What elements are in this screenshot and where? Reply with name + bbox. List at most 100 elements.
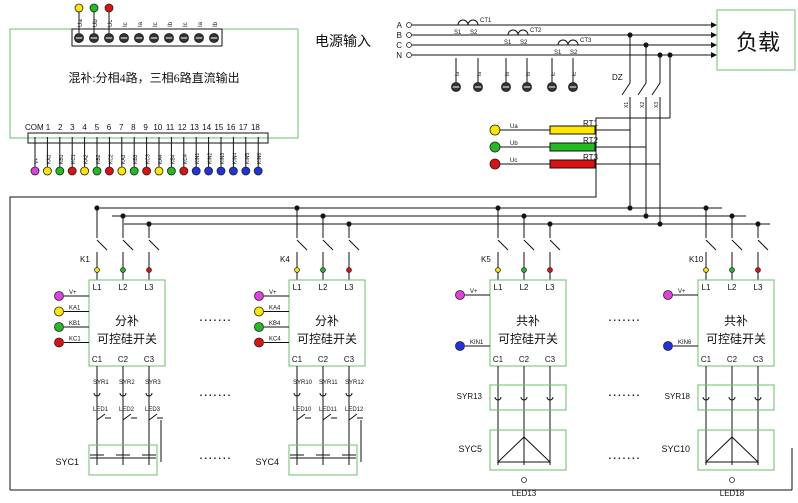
phase-terminal [406, 32, 412, 38]
channel-number: 11 [166, 123, 175, 132]
phase-indicator [755, 267, 761, 273]
phase-label: N [396, 51, 402, 60]
fuse-label: RT2 [583, 136, 599, 145]
signal-label: V+ [269, 290, 277, 296]
module-input-label: L2 [728, 283, 737, 292]
breaker-terminal-label: X1 [624, 102, 630, 108]
top-terminal-label: Ia [138, 21, 144, 27]
signal-dot [254, 291, 264, 301]
fuse-label: RT1 [583, 119, 599, 128]
channel-number: 6 [107, 123, 112, 132]
switch-blade [651, 82, 661, 96]
breaker-terminal-label: X3 [654, 102, 660, 108]
signal-label: KIN6 [678, 340, 692, 346]
ct-terminal-label: Ia [455, 72, 461, 76]
ct-label: CT3 [580, 38, 592, 44]
signal-dot [54, 291, 64, 301]
reactor-coil [546, 396, 554, 401]
module-output-label: C3 [144, 355, 155, 364]
power-input-label: 电源输入 [315, 34, 371, 50]
capacitor-box [489, 429, 567, 471]
signal-dot [455, 341, 465, 351]
channel-number: 2 [58, 123, 63, 132]
bottom-terminal-strip [27, 132, 269, 144]
phase-label: A [397, 21, 403, 30]
module-output-label: C3 [753, 355, 764, 364]
signal-dot [663, 290, 673, 300]
reactor-coil [702, 396, 710, 401]
signal-dot [254, 337, 264, 348]
ct-s1-label: S1 [554, 50, 562, 56]
module-input-label: L3 [754, 283, 763, 292]
bottom-terminal-label: KIN2 [208, 153, 214, 164]
ellipsis-dots: ······· [608, 311, 641, 327]
reactor-coil [93, 392, 101, 397]
ct-label: CT1 [480, 18, 492, 24]
bottom-terminal-label: V+ [34, 158, 40, 164]
bottom-indicator-dot [80, 166, 89, 176]
switch-blade [122, 239, 134, 251]
switch-blade [348, 239, 360, 251]
switch-blade [322, 239, 334, 251]
top-terminal-label: Ic [123, 22, 129, 27]
switch-blade [731, 239, 743, 251]
top-terminal-label: Ib [168, 21, 174, 27]
bottom-indicator-dot [241, 166, 251, 176]
reactor-coil [293, 392, 301, 397]
phase-indicator [547, 267, 553, 273]
switch-blade [621, 82, 631, 96]
signal-label: KB1 [69, 321, 81, 327]
top-terminal-label: Ic [153, 22, 159, 27]
ct-s2-label: S2 [470, 30, 478, 36]
signal-label: KA1 [69, 306, 81, 312]
fuse-input-label: Ub [510, 141, 518, 147]
module-breaker-label: K1 [80, 255, 90, 264]
module-box [489, 279, 567, 367]
capacitor-box [88, 444, 158, 476]
bottom-terminal-label: KA4 [158, 154, 164, 164]
ct-coil [557, 39, 579, 46]
channel-number: 14 [202, 123, 211, 132]
ct-terminal-label: Ib [526, 72, 532, 76]
top-indicator-dot [74, 3, 84, 13]
bottom-indicator-dot [204, 166, 214, 176]
top-terminal-label: Ic [183, 22, 189, 27]
phase-indicator [495, 267, 501, 273]
bottom-terminal-label: KB4 [170, 154, 176, 164]
module-title: 共补 [516, 314, 540, 328]
module-input-label: L3 [345, 283, 354, 292]
module-output-label: C2 [118, 355, 129, 364]
fuse-input-dot [489, 158, 501, 170]
signal-dot [54, 322, 64, 332]
phase-indicator [320, 267, 326, 273]
reactor-label: SYR3 [145, 380, 161, 386]
ellipsis-dots: ······· [199, 386, 232, 402]
switch-blade [96, 239, 108, 251]
bottom-indicator-dot [166, 166, 176, 176]
delta-capacitor [704, 436, 760, 463]
reactor-label: SYR13 [457, 392, 483, 401]
bottom-indicator-dot [105, 166, 114, 176]
led-label: LED13 [512, 489, 537, 498]
module-subtitle: 可控硅开关 [297, 332, 357, 346]
switch-blade [523, 239, 535, 251]
reactor-label: SYR11 [319, 380, 338, 386]
module-box [697, 279, 775, 367]
led-label: LED1 [93, 407, 109, 413]
signal-label: V+ [69, 290, 77, 296]
channel-number: 15 [214, 123, 223, 132]
controller-title: 混补:分相4路，三相6路直流输出 [68, 70, 239, 85]
bottom-terminal-label: KC2 [108, 154, 114, 164]
module-output-label: C3 [545, 355, 556, 364]
module-output-label: C2 [519, 355, 530, 364]
module-box [288, 279, 366, 367]
bottom-terminal-label: KA1 [46, 154, 52, 164]
module-input-label: L1 [494, 283, 503, 292]
ellipsis-dots: ······· [608, 386, 641, 402]
bottom-indicator-dot [142, 166, 152, 176]
fuse-input-label: Ua [510, 124, 518, 130]
signal-dot [455, 290, 465, 300]
fuse-input-label: Uc [510, 158, 517, 164]
module-input-label: L2 [520, 283, 529, 292]
